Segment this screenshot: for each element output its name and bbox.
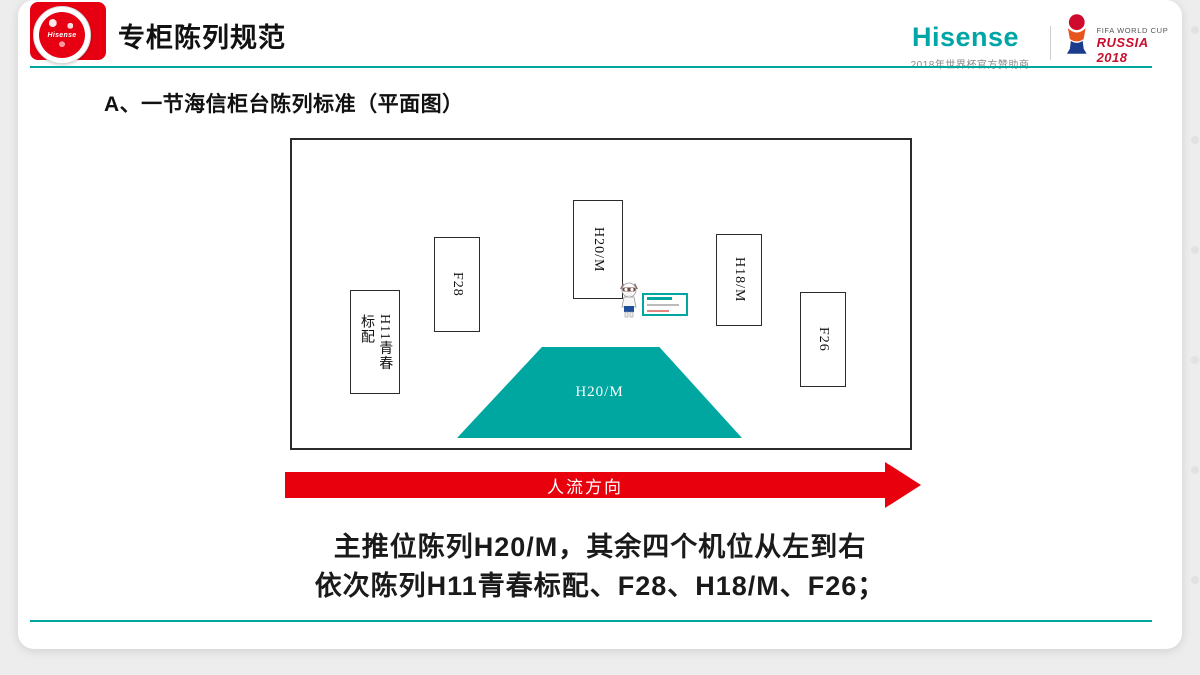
russia-2018-label: RUSSIA 2018 bbox=[1096, 35, 1149, 65]
caption-block: 主推位陈列H20/M，其余四个机位从左到右 依次陈列H11青春标配、F28、H1… bbox=[18, 528, 1182, 606]
fifa-emblem: FIFA WORLD CUP RUSSIA 2018 bbox=[1062, 13, 1182, 65]
world-cup-trophy-icon bbox=[1066, 14, 1087, 54]
slide-card: Hisense 专柜陈列规范 Hisense 2018年世界杯官方赞助商 FIF… bbox=[18, 0, 1182, 649]
arrow-head-icon bbox=[885, 462, 921, 508]
header-divider bbox=[1050, 26, 1051, 60]
mascot-icon bbox=[617, 280, 641, 318]
flow-direction-arrow: 人流方向 bbox=[285, 472, 885, 498]
display-box-h18m: H18/M bbox=[716, 234, 762, 326]
fifa-text-block: FIFA WORLD CUP RUSSIA 2018 bbox=[1097, 26, 1182, 65]
mascot-sign bbox=[642, 293, 688, 316]
sponsor-tagline: 2018年世界杯官方赞助商 bbox=[890, 56, 1050, 71]
sign-line-decoration bbox=[647, 310, 669, 312]
fifa-world-cup-label: FIFA WORLD CUP bbox=[1096, 26, 1169, 35]
header-rule bbox=[30, 66, 1152, 68]
footer-rule bbox=[30, 620, 1152, 622]
sign-line-decoration bbox=[647, 304, 680, 306]
section-heading: A、一节海信柜台陈列标准（平面图） bbox=[104, 93, 464, 116]
soccer-ball-icon: Hisense bbox=[39, 12, 85, 58]
hisense-ball-logo-icon: Hisense bbox=[33, 6, 91, 64]
badge-brand-label: Hisense bbox=[47, 31, 77, 39]
caption-line-2: 依次陈列H11青春标配、F28、H18/M、F26； bbox=[314, 571, 886, 601]
page-title: 专柜陈列规范 bbox=[118, 23, 286, 53]
flow-direction-label: 人流方向 bbox=[547, 477, 623, 497]
caption-line-1: 主推位陈列H20/M，其余四个机位从左到右 bbox=[333, 532, 867, 562]
sign-line-decoration bbox=[647, 297, 673, 300]
podium-label: H20/M bbox=[575, 384, 624, 400]
display-box-f26: F26 bbox=[800, 292, 846, 387]
hisense-wordmark: Hisense bbox=[912, 22, 1020, 52]
main-display-podium: H20/M bbox=[457, 347, 742, 438]
display-box-h20m: H20/M bbox=[573, 200, 623, 299]
display-box-f28: F28 bbox=[434, 237, 480, 332]
counter-plan-diagram: H11青春 标配 F28 H20/M H18/M F26 bbox=[290, 138, 912, 450]
display-box-h11: H11青春 标配 bbox=[350, 290, 400, 394]
